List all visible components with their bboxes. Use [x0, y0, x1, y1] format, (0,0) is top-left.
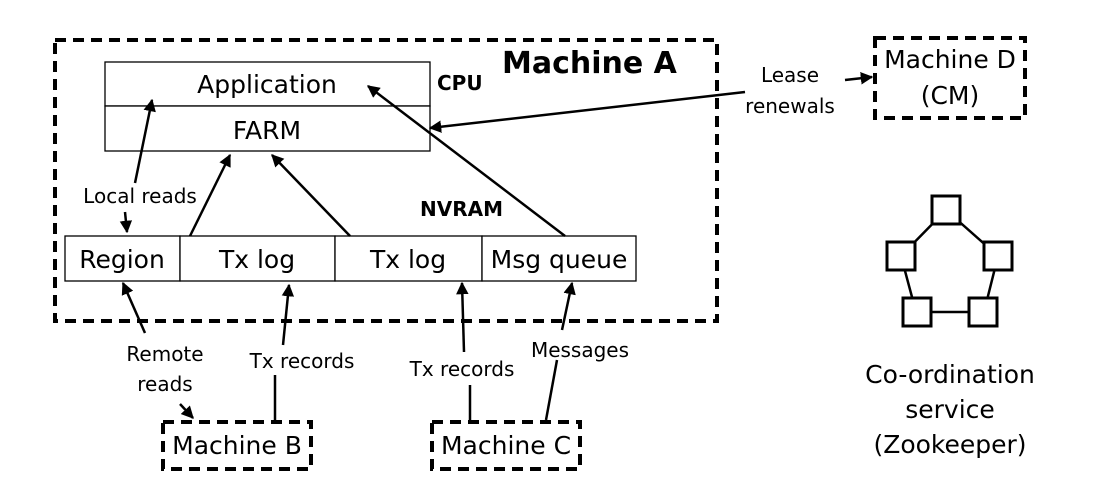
nvram-label: NVRAM	[420, 197, 503, 221]
tx-records-b-label: Tx records	[249, 349, 355, 373]
tx-log-box-1	[179, 235, 336, 282]
machine-b-tx-arrow	[281, 283, 295, 346]
machine-b-box	[161, 420, 313, 471]
zookeeper-ring-icon	[885, 194, 1014, 328]
lease-label-line2: renewals	[745, 94, 835, 118]
application-box	[104, 61, 431, 107]
tx-records-c-label: Tx records	[409, 357, 515, 381]
region-label: Region	[79, 245, 165, 274]
machine-a-boundary	[53, 38, 719, 323]
tx-log-label-1: Tx log	[218, 245, 295, 274]
local-read-arrow-up	[133, 98, 156, 184]
remote-read-arrow-down	[179, 403, 194, 419]
local-read-arrow-down	[119, 211, 133, 234]
farm-box	[104, 105, 431, 152]
txlog1-to-farm-arrow	[188, 153, 232, 237]
ring-node	[982, 240, 1014, 272]
machine-c-msg-line	[544, 359, 559, 421]
cpu-label: CPU	[437, 71, 483, 95]
farm-label: FARM	[233, 116, 301, 145]
machine-c-title: Machine C	[441, 431, 571, 460]
txlog2-to-farm-arrow	[271, 154, 351, 237]
local-reads-label: Local reads	[83, 184, 197, 208]
machine-d-title: Machine D	[884, 45, 1016, 74]
ring-node	[967, 296, 999, 328]
lease-label-line1: Lease	[761, 63, 819, 87]
coordination-label-line3: (Zookeeper)	[873, 430, 1026, 459]
ring-node	[930, 194, 962, 226]
msg-queue-label: Msg queue	[491, 245, 628, 274]
messages-label: Messages	[531, 338, 629, 362]
application-label: Application	[197, 70, 337, 99]
machine-c-tx-arrow	[456, 281, 469, 353]
msgqueue-to-app-arrow	[367, 85, 566, 237]
remote-read-arrow-up	[121, 281, 147, 334]
machine-c-msg-arrow	[560, 281, 576, 331]
lease-to-cm-arrow	[844, 72, 874, 85]
remote-reads-label-line1: Remote	[126, 342, 203, 366]
msg-queue-box	[481, 235, 637, 282]
coordination-label-line2: service	[905, 395, 995, 424]
machine-c-box	[430, 420, 582, 471]
ring-node	[901, 296, 933, 328]
remote-reads-label-line2: reads	[137, 372, 192, 396]
coordination-label-line1: Co-ordination	[865, 360, 1035, 389]
machine-b-title: Machine B	[172, 431, 302, 460]
tx-log-label-2: Tx log	[369, 245, 446, 274]
machine-a-title: Machine A	[502, 46, 678, 81]
ring-node	[885, 240, 917, 272]
region-box	[64, 235, 181, 282]
machine-d-box	[873, 36, 1027, 120]
machine-d-subtitle: (CM)	[921, 81, 980, 110]
lease-to-farm-arrow	[428, 90, 746, 133]
